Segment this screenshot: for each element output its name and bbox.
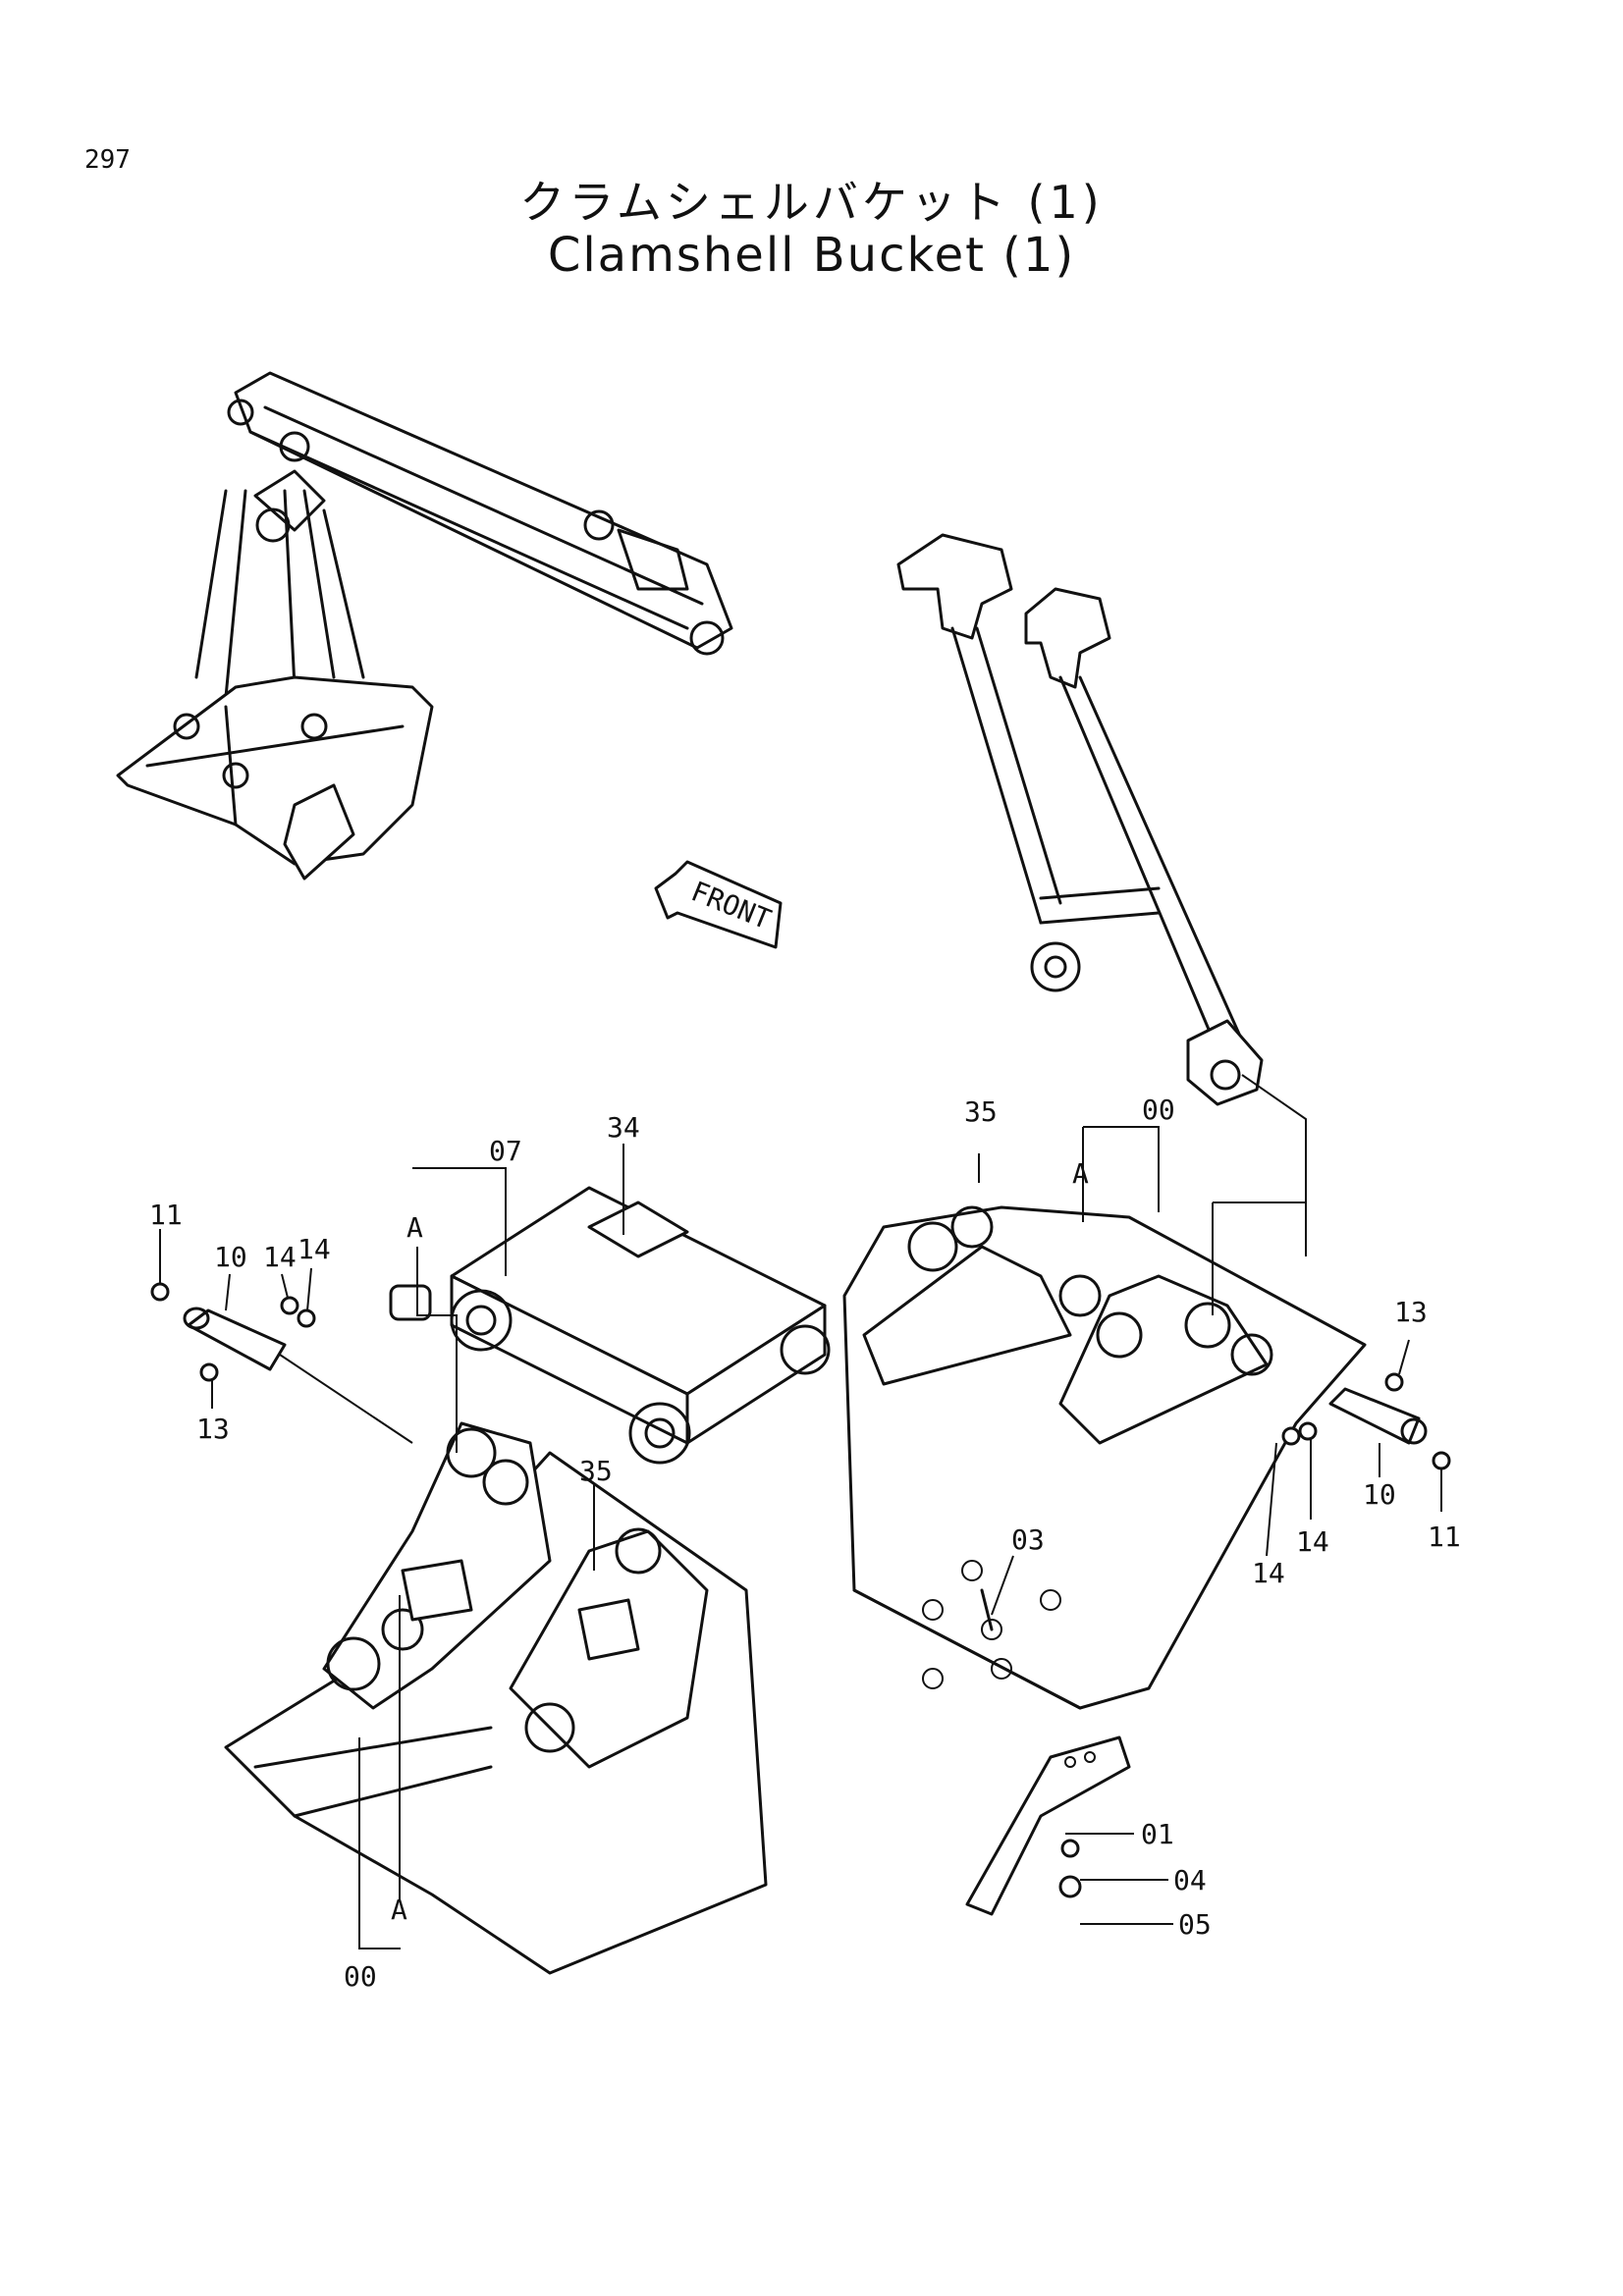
cross-member-illustration	[389, 1186, 831, 1465]
callout-14-right-a: 14	[1296, 1525, 1329, 1558]
leader-lines	[159, 1126, 1442, 1949]
pin-right-illustration	[1328, 1387, 1428, 1445]
link-arm-illustration	[896, 533, 1307, 1256]
small-bolts-and-nuts	[150, 1282, 1451, 1898]
right-bucket-shell-illustration	[842, 1205, 1367, 1710]
callout-35-left: 35	[579, 1455, 613, 1487]
callout-03: 03	[1011, 1523, 1045, 1556]
callout-34: 34	[607, 1111, 640, 1144]
front-direction-arrow: FRONT	[654, 860, 783, 949]
callout-14-left-b: 14	[298, 1233, 331, 1265]
callout-11-left: 11	[149, 1199, 183, 1231]
tooth-illustration	[965, 1735, 1131, 1916]
callout-labels: 11 10 14 14 13 07 34 A 35 A 00 35 00 A 1…	[149, 1094, 1461, 1993]
callout-13-right: 13	[1394, 1296, 1428, 1328]
callout-14-right-b: 14	[1252, 1557, 1285, 1589]
callout-A-right: A	[1072, 1157, 1089, 1190]
callout-05: 05	[1178, 1908, 1212, 1941]
left-bucket-shell-illustration	[224, 1421, 768, 1975]
page-title-japanese: クラムシェルバケット (1)	[519, 176, 1104, 229]
callout-14-left-a: 14	[263, 1241, 297, 1273]
boom-assembly-illustration	[116, 371, 733, 881]
callout-35-right: 35	[964, 1095, 998, 1128]
callout-A-left-bottom: A	[391, 1894, 407, 1926]
pin-left-illustration	[183, 1307, 287, 1371]
callout-10-left: 10	[214, 1241, 247, 1273]
callout-04: 04	[1173, 1864, 1207, 1896]
callout-00-right: 00	[1142, 1094, 1175, 1126]
callout-13-left: 13	[196, 1413, 230, 1445]
callout-07: 07	[489, 1135, 522, 1167]
page-number: 297	[84, 145, 131, 175]
callout-00-left: 00	[344, 1960, 377, 1993]
callout-01: 01	[1141, 1818, 1174, 1850]
callout-11-right: 11	[1428, 1521, 1461, 1553]
callout-10-right: 10	[1363, 1478, 1396, 1511]
page-title-english: Clamshell Bucket (1)	[547, 228, 1076, 283]
callout-A-mid: A	[406, 1211, 423, 1244]
